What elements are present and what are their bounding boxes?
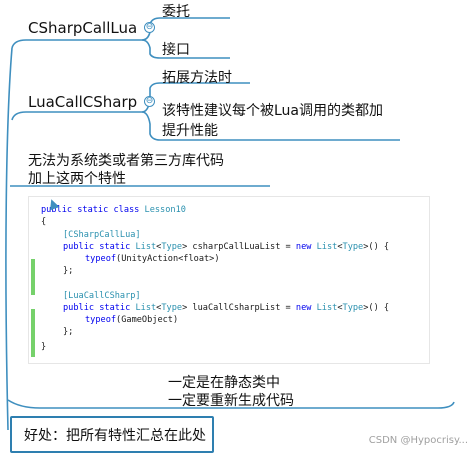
code-line-typeof-gameobject: typeof(GameObject) xyxy=(85,315,179,325)
code-snippet-image: public static class Lesson10 { [CSharpCa… xyxy=(28,196,430,364)
collapse-toggle-csharpcalllua[interactable]: ⊖ xyxy=(144,22,155,33)
node-note-line2[interactable]: 加上这两个特性 xyxy=(28,171,126,187)
code-line-attr-luacallcsharp: [LuaCallCSharp] xyxy=(63,291,141,301)
watermark: CSDN @Hypocrisy... xyxy=(368,435,468,446)
node-luacallcsharp[interactable]: LuaCallCSharp xyxy=(28,93,138,111)
code-line-close2: }; xyxy=(63,327,74,337)
node-benefit-label: 好处：把所有特性汇总在此处 xyxy=(24,428,206,444)
change-marker-bar xyxy=(31,259,35,295)
node-csharpcalllua[interactable]: CSharpCallLua xyxy=(28,19,138,37)
code-line-csharpcalllualist: public static List<Type> csharpCallLuaLi… xyxy=(63,242,390,252)
node-suggestion-line1[interactable]: 该特性建议每个被Lua调用的类都加 xyxy=(162,103,384,119)
node-note-line1[interactable]: 无法为系统类或者第三方库代码 xyxy=(28,153,224,169)
code-line-open-brace: { xyxy=(41,217,47,227)
code-line-luacallcsharplist: public static List<Type> luaCallCsharpLi… xyxy=(63,303,390,313)
node-regenerate-code[interactable]: 一定要重新生成代码 xyxy=(168,393,294,409)
code-line-class: public static class Lesson10 xyxy=(41,205,186,215)
node-benefit-selected[interactable]: 好处：把所有特性汇总在此处 xyxy=(10,416,214,453)
collapse-toggle-luacallcsharp[interactable]: ⊖ xyxy=(144,96,155,107)
code-line-attr-csharpcalllua: [CSharpCallLua] xyxy=(63,230,141,240)
node-suggestion-line2[interactable]: 提升性能 xyxy=(162,123,218,139)
node-extension-method[interactable]: 拓展方法时 xyxy=(162,70,232,86)
code-line-typeof-unityaction: typeof(UnityAction<float>) xyxy=(85,254,220,264)
code-line-close3: } xyxy=(41,342,47,352)
node-interface[interactable]: 接口 xyxy=(162,42,190,58)
node-static-class[interactable]: 一定是在静态类中 xyxy=(168,375,280,391)
code-line-close1: }; xyxy=(63,266,74,276)
change-marker-bar xyxy=(31,309,35,357)
node-delegate[interactable]: 委托 xyxy=(162,4,190,20)
